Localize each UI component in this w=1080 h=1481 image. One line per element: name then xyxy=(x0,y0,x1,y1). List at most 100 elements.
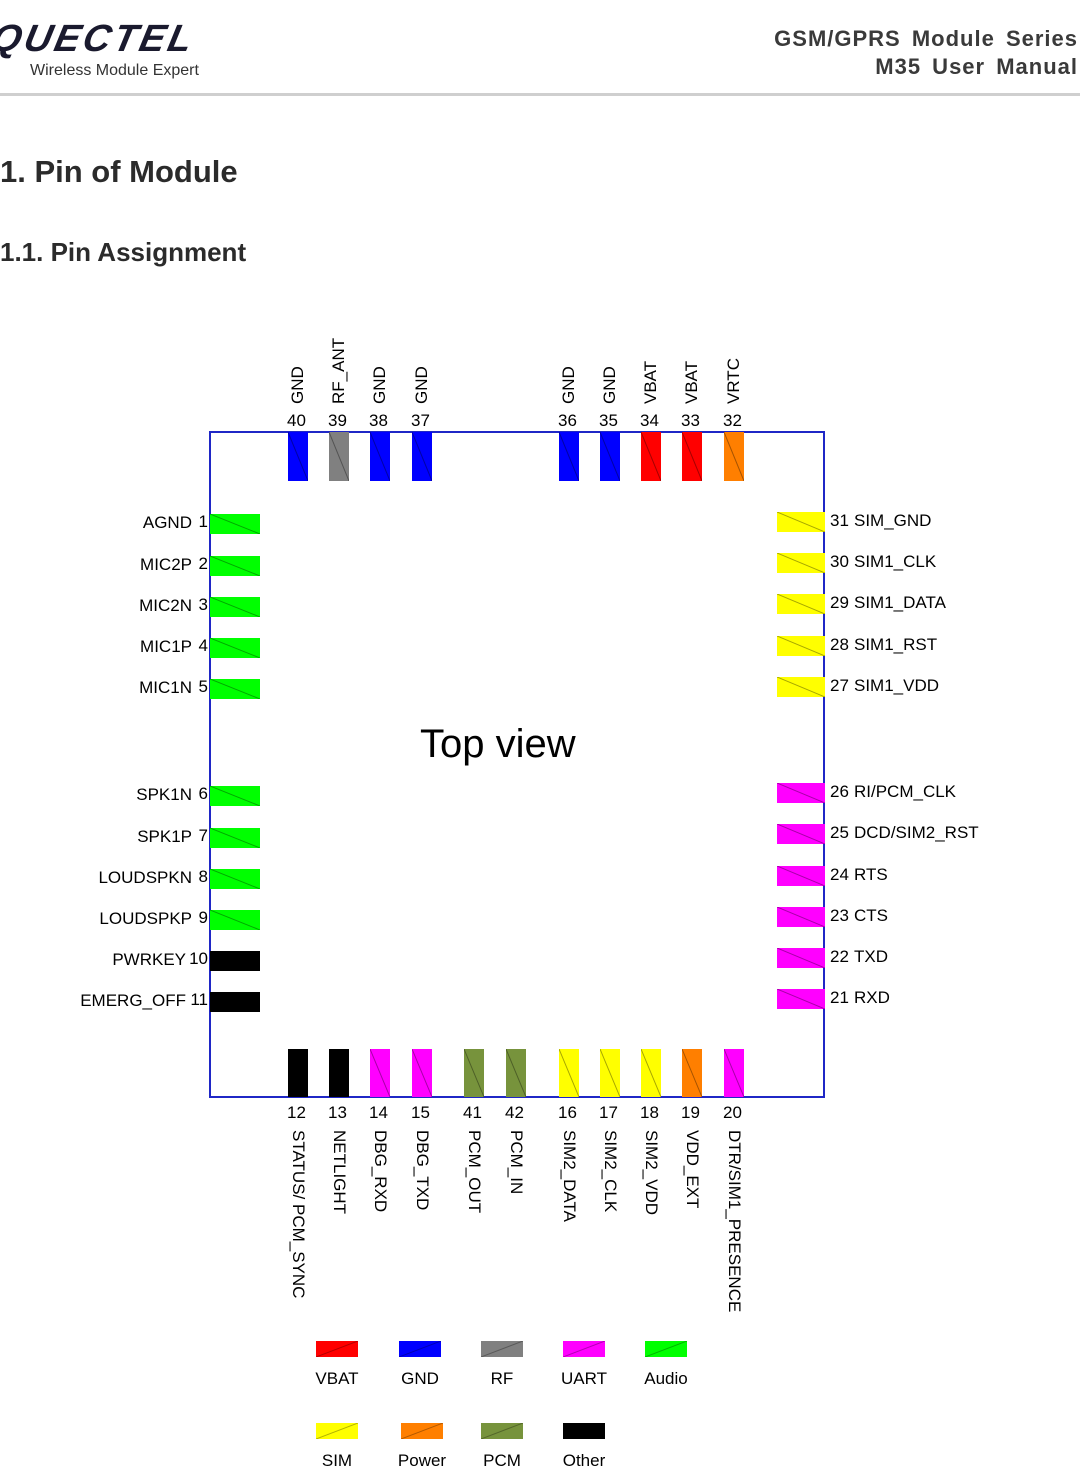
legend-label-vbat: VBAT xyxy=(315,1369,359,1388)
pin-pad-33 xyxy=(682,432,702,481)
header-manual: M35 User Manual xyxy=(875,54,1078,79)
legend-label-rf: RF xyxy=(490,1369,514,1388)
pin-number-29: 29 xyxy=(830,593,849,612)
pin-pad-19 xyxy=(682,1049,702,1097)
pin-pad-3 xyxy=(210,597,260,617)
pin-number-4: 4 xyxy=(198,636,208,655)
pin-name-36: GND xyxy=(559,366,578,404)
pin-number-15: 15 xyxy=(411,1103,430,1122)
pin-name-40: GND xyxy=(288,366,307,404)
pin-pad-1 xyxy=(210,514,260,534)
pin-name-35: GND xyxy=(600,366,619,404)
pin-pad-10 xyxy=(210,951,260,971)
pin-number-18: 18 xyxy=(640,1103,659,1122)
pin-number-7: 7 xyxy=(198,826,208,845)
legend-swatch-other xyxy=(563,1423,605,1439)
legend-swatch-pcm xyxy=(481,1423,523,1439)
pin-number-19: 19 xyxy=(681,1103,700,1122)
pin-number-39: 39 xyxy=(328,411,347,430)
pin-pad-4 xyxy=(210,638,260,658)
legend-label-audio: Audio xyxy=(644,1369,688,1388)
pin-number-12: 12 xyxy=(287,1103,306,1122)
pin-number-30: 30 xyxy=(830,552,849,571)
subsection-title: 1.1. Pin Assignment xyxy=(0,237,247,267)
legend-label-gnd: GND xyxy=(401,1369,439,1388)
pin-pad-5 xyxy=(210,679,260,699)
pin-pad-41 xyxy=(464,1049,484,1097)
pin-name-7: SPK1P xyxy=(137,827,192,846)
legend-swatch-vbat xyxy=(316,1341,358,1357)
pin-number-8: 8 xyxy=(198,867,208,886)
pin-number-6: 6 xyxy=(198,784,208,803)
pin-name-16: SIM2_DATA xyxy=(560,1130,579,1222)
pin-number-2: 2 xyxy=(198,554,208,573)
pin-number-10: 10 xyxy=(189,949,208,968)
pin-number-32: 32 xyxy=(723,411,742,430)
pin-name-22: TXD xyxy=(854,947,888,966)
pin-number-31: 31 xyxy=(830,511,849,530)
module-outline xyxy=(209,431,825,1098)
pin-pad-13 xyxy=(329,1049,349,1097)
pin-name-6: SPK1N xyxy=(136,785,192,804)
pin-name-24: RTS xyxy=(854,865,888,884)
pin-pad-9 xyxy=(210,910,260,930)
pin-pad-36 xyxy=(559,432,579,481)
pin-number-5: 5 xyxy=(198,677,208,696)
pin-name-31: SIM_GND xyxy=(854,511,932,530)
pin-pad-27 xyxy=(777,677,825,697)
pin-name-10: PWRKEY xyxy=(112,950,186,969)
pin-number-14: 14 xyxy=(369,1103,388,1122)
pin-number-27: 27 xyxy=(830,676,849,695)
logo-tagline: Wireless Module Expert xyxy=(30,62,199,79)
pin-number-21: 21 xyxy=(830,988,849,1007)
pin-name-33: VBAT xyxy=(682,360,701,404)
pin-number-28: 28 xyxy=(830,635,849,654)
pin-pad-11 xyxy=(210,992,260,1012)
pin-name-25: DCD/SIM2_RST xyxy=(854,823,979,842)
pin-name-41: PCM_OUT xyxy=(465,1130,484,1214)
pin-pad-30 xyxy=(777,553,825,573)
pin-name-18: SIM2_VDD xyxy=(642,1130,661,1216)
pin-name-15: DBG_TXD xyxy=(413,1130,432,1211)
pin-pad-29 xyxy=(777,594,825,614)
pin-name-1: AGND xyxy=(142,513,192,532)
pin-name-11: EMERG_OFF xyxy=(80,991,186,1010)
pin-pad-8 xyxy=(210,869,260,889)
header-divider xyxy=(0,93,1080,96)
pin-name-21: RXD xyxy=(854,988,890,1007)
pin-number-26: 26 xyxy=(830,782,849,801)
pin-number-23: 23 xyxy=(830,906,849,925)
pin-name-5: MIC1N xyxy=(139,678,192,697)
pin-pad-42 xyxy=(506,1049,526,1097)
pin-name-42: PCM_IN xyxy=(507,1130,526,1195)
pin-name-17: SIM2_CLK xyxy=(601,1130,620,1213)
pin-pad-21 xyxy=(777,989,825,1009)
pin-pad-23 xyxy=(777,907,825,927)
pin-name-9: LOUDSPKP xyxy=(99,909,192,928)
pin-name-4: MIC1P xyxy=(140,637,192,656)
pin-number-1: 1 xyxy=(198,512,208,531)
pin-pad-32 xyxy=(724,432,744,481)
pin-pad-18 xyxy=(641,1049,661,1097)
pin-pad-37 xyxy=(412,432,432,481)
pin-name-38: GND xyxy=(370,366,389,404)
legend-label-sim: SIM xyxy=(321,1451,353,1470)
pin-pad-14 xyxy=(370,1049,390,1097)
pin-name-3: MIC2N xyxy=(139,596,192,615)
pin-pad-24 xyxy=(777,866,825,886)
pin-name-29: SIM1_DATA xyxy=(854,593,946,612)
pin-pad-20 xyxy=(724,1049,744,1097)
header-series: GSM/GPRS Module Series xyxy=(774,26,1078,51)
pin-number-3: 3 xyxy=(198,595,208,614)
pin-pad-6 xyxy=(210,786,260,806)
pin-pad-28 xyxy=(777,636,825,656)
legend-label-uart: UART xyxy=(561,1369,607,1388)
pin-name-8: LOUDSPKN xyxy=(98,868,192,887)
pin-pad-2 xyxy=(210,556,260,576)
pin-number-38: 38 xyxy=(369,411,388,430)
pin-number-16: 16 xyxy=(558,1103,577,1122)
pin-number-42: 42 xyxy=(505,1103,524,1122)
legend-swatch-sim xyxy=(316,1423,358,1439)
pin-number-11: 11 xyxy=(190,990,208,1009)
pin-number-24: 24 xyxy=(830,865,849,884)
